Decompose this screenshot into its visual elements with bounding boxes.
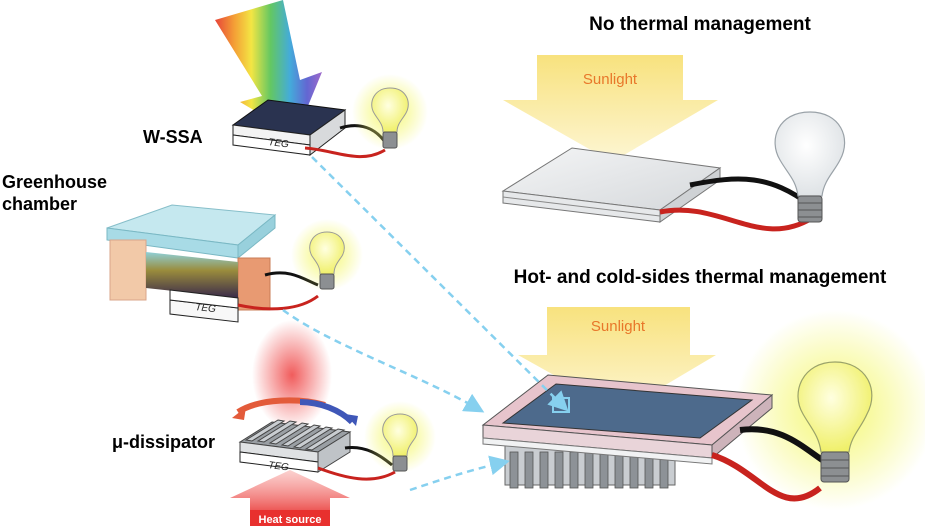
teg-label-dissipator: TEG xyxy=(268,460,290,473)
greenhouse-chamber-device xyxy=(107,205,275,322)
wssa-teg-device xyxy=(233,100,345,155)
label-w-ssa: W-SSA xyxy=(143,127,203,147)
wire-red-wssa xyxy=(305,148,385,157)
label-greenhouse-line1: Greenhouse xyxy=(2,172,107,192)
label-greenhouse-line2: chamber xyxy=(2,194,77,214)
wire-black-top xyxy=(690,179,810,205)
micro-dissipator-device xyxy=(240,420,350,472)
teg-label-greenhouse: TEG xyxy=(195,302,217,315)
light-bulb-icon xyxy=(775,112,845,222)
dashed-arrow-dissipator xyxy=(410,462,505,490)
heat-glow xyxy=(252,320,332,430)
heat-source-label: Heat source xyxy=(259,514,322,526)
sunlight-label-top: Sunlight xyxy=(583,71,638,88)
title-no-thermal-management: No thermal management xyxy=(589,14,811,35)
sunlight-label-bottom: Sunlight xyxy=(591,318,646,335)
title-hot-cold-thermal-management: Hot- and cold-sides thermal management xyxy=(514,267,887,288)
wire-red-top xyxy=(660,210,812,229)
wire-red-dissipator xyxy=(318,468,395,479)
label-micro-dissipator: μ-dissipator xyxy=(112,432,215,452)
